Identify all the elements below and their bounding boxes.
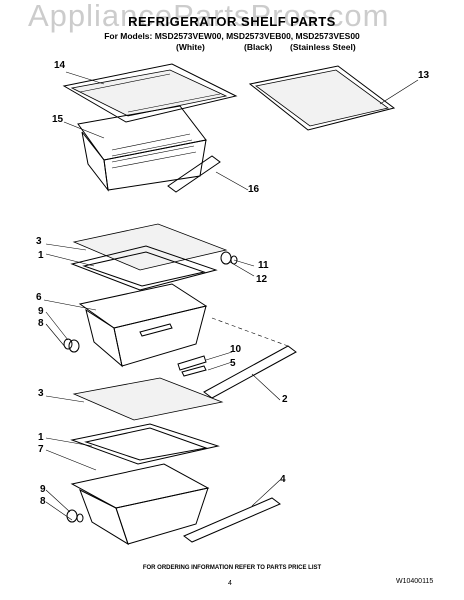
part-14-shelf-frame	[62, 63, 238, 123]
part-11-12-roller	[220, 251, 238, 265]
callout-3-lower: 3	[38, 388, 44, 399]
callout-7: 7	[38, 444, 44, 455]
part-1-cover-frame-lower	[70, 423, 220, 465]
callout-14: 14	[54, 60, 66, 71]
part-3-glass-cover-lower	[72, 377, 224, 421]
part-13-glass-shelf	[248, 65, 396, 131]
color-label-white: (White)	[176, 42, 205, 52]
callout-11: 11	[258, 260, 269, 271]
callout-13: 13	[418, 70, 430, 81]
part-15-crisper-drawer	[77, 105, 207, 192]
callout-12: 12	[256, 274, 268, 285]
model-list: For Models: MSD2573VEW00, MSD2573VEB00, …	[104, 31, 360, 41]
part-1-cover-frame-upper	[70, 245, 218, 291]
callout-15: 15	[52, 114, 64, 125]
callout-1-upper: 1	[38, 250, 44, 261]
callout-8-upper: 8	[38, 318, 44, 329]
page-title: REFRIGERATOR SHELF PARTS	[128, 14, 336, 29]
part-10-5-bracket	[177, 355, 207, 377]
callout-10: 10	[230, 344, 242, 355]
page-number: 4	[228, 580, 232, 587]
callout-1-lower: 1	[38, 432, 44, 443]
callout-8-lower: 8	[40, 496, 46, 507]
callout-6: 6	[36, 292, 42, 303]
part-7-crisper-drawer	[70, 463, 210, 546]
color-label-black: (Black)	[244, 42, 273, 52]
watermark: AppliancePartsPros.com	[28, 0, 390, 33]
callout-9-upper: 9	[38, 306, 44, 317]
callout-16: 16	[248, 184, 260, 195]
callout-2: 2	[282, 394, 288, 405]
leader-lines	[43, 71, 419, 521]
ordering-note: FOR ORDERING INFORMATION REFER TO PARTS …	[142, 565, 322, 571]
callout-5: 5	[230, 358, 236, 369]
part-16-rail	[167, 155, 221, 193]
part-9-8-roller-lower	[66, 509, 84, 523]
part-2-rail	[203, 317, 297, 399]
part-9-8-roller-left	[63, 338, 80, 353]
callout-3-upper: 3	[36, 236, 42, 247]
callout-4: 4	[280, 474, 286, 485]
callout-9-lower: 9	[40, 484, 46, 495]
part-6-crisper-drawer	[78, 283, 208, 368]
document-id: W10400115	[396, 578, 434, 585]
color-label-stainless: (Stainless Steel)	[290, 42, 356, 52]
part-4-rail	[183, 497, 281, 543]
